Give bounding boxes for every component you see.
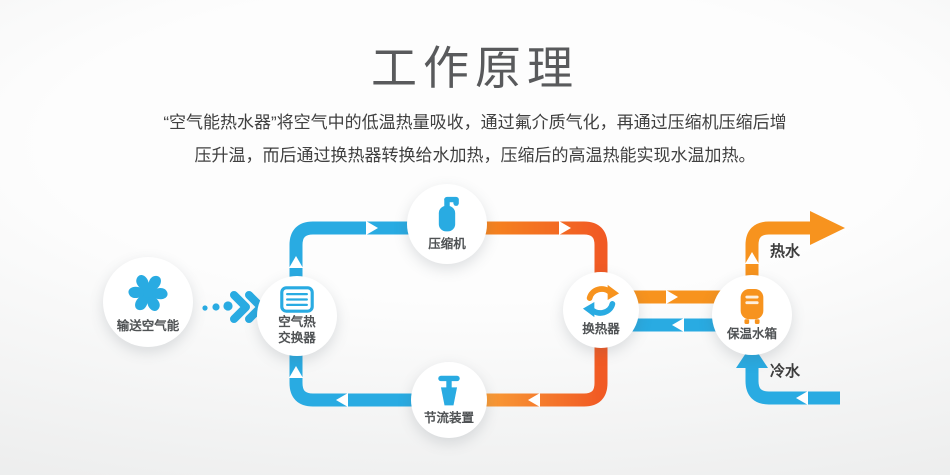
heat-exchanger-label: 换热器 — [582, 322, 620, 337]
hot-water-label: 热水 — [770, 243, 801, 260]
throttle-valve-icon — [438, 375, 460, 406]
pipe-throttle-to-evaporator — [289, 310, 449, 407]
heat-exchanger-icon — [582, 285, 620, 318]
arrow-left-from-throttle-icon — [336, 393, 348, 407]
fan-icon — [126, 273, 170, 313]
air-flow-dots-icon — [202, 301, 233, 311]
heat-exchanger-node: 换热器 — [563, 272, 639, 348]
pipe-heat-exchanger-to-throttle — [449, 308, 608, 407]
arrow-up-evaporator-icon — [289, 256, 303, 268]
description-line-1: “空气能热水器”将空气中的低温热量吸收，通过氟介质气化，再通过压缩机压缩后增 — [163, 113, 787, 132]
arrow-right-to-tank-icon — [666, 290, 678, 304]
arrow-left-tank-return-icon — [672, 318, 684, 332]
pipe-cold-water-in — [745, 366, 840, 405]
refrigerant-loop — [289, 221, 608, 407]
air-heat-exchanger-label-line2: 交换器 — [278, 330, 316, 345]
air-energy-node: 输送空气能 — [103, 257, 193, 347]
pipe-compressor-to-heat-exchanger — [447, 221, 608, 312]
air-heat-exchanger-label-line1: 空气热 — [278, 314, 316, 329]
air-heat-exchanger-node: 空气热 交换器 — [257, 276, 337, 356]
description: “空气能热水器”将空气中的低温热量吸收，通过氟介质气化，再通过压缩机压缩后增 压… — [0, 106, 950, 172]
water-tank-node: 保温水箱 — [712, 275, 792, 355]
hot-water-arrowhead-icon — [810, 211, 845, 245]
arrow-left-cold-water-icon — [796, 391, 808, 405]
arrow-left-to-throttle-icon — [528, 393, 540, 407]
throttle-label: 节流装置 — [423, 411, 474, 426]
pipe-hot-water-out — [745, 221, 812, 312]
compressor-node: 压缩机 — [407, 184, 487, 264]
pipe-evaporator-to-compressor — [289, 221, 447, 345]
cold-water-arrowhead-icon — [736, 344, 768, 368]
arrow-right-to-compressor-icon — [366, 221, 378, 235]
air-energy-label: 输送空气能 — [116, 319, 180, 334]
arrow-right-to-heat-exchanger-icon — [559, 221, 571, 235]
throttle-node: 节流装置 — [411, 362, 487, 438]
arrow-up-hot-water-icon — [745, 252, 759, 264]
air-heat-exchanger-label: 空气热 交换器 — [278, 315, 316, 346]
water-tank-icon — [740, 289, 764, 325]
flow-direction-arrows — [289, 221, 808, 407]
air-heat-exchanger-icon — [280, 286, 314, 313]
arrow-up-to-evaporator-icon — [289, 366, 303, 378]
compressor-label: 压缩机 — [428, 237, 466, 252]
compressor-icon — [438, 197, 459, 232]
page-title: 工作原理 — [371, 42, 579, 94]
water-tank-label: 保温水箱 — [726, 327, 777, 342]
description-line-2: 压升温，而后通过换热器转换给水加热，压缩后的高温热能实现水温加热。 — [194, 146, 756, 165]
cold-water-label: 冷水 — [770, 363, 801, 380]
